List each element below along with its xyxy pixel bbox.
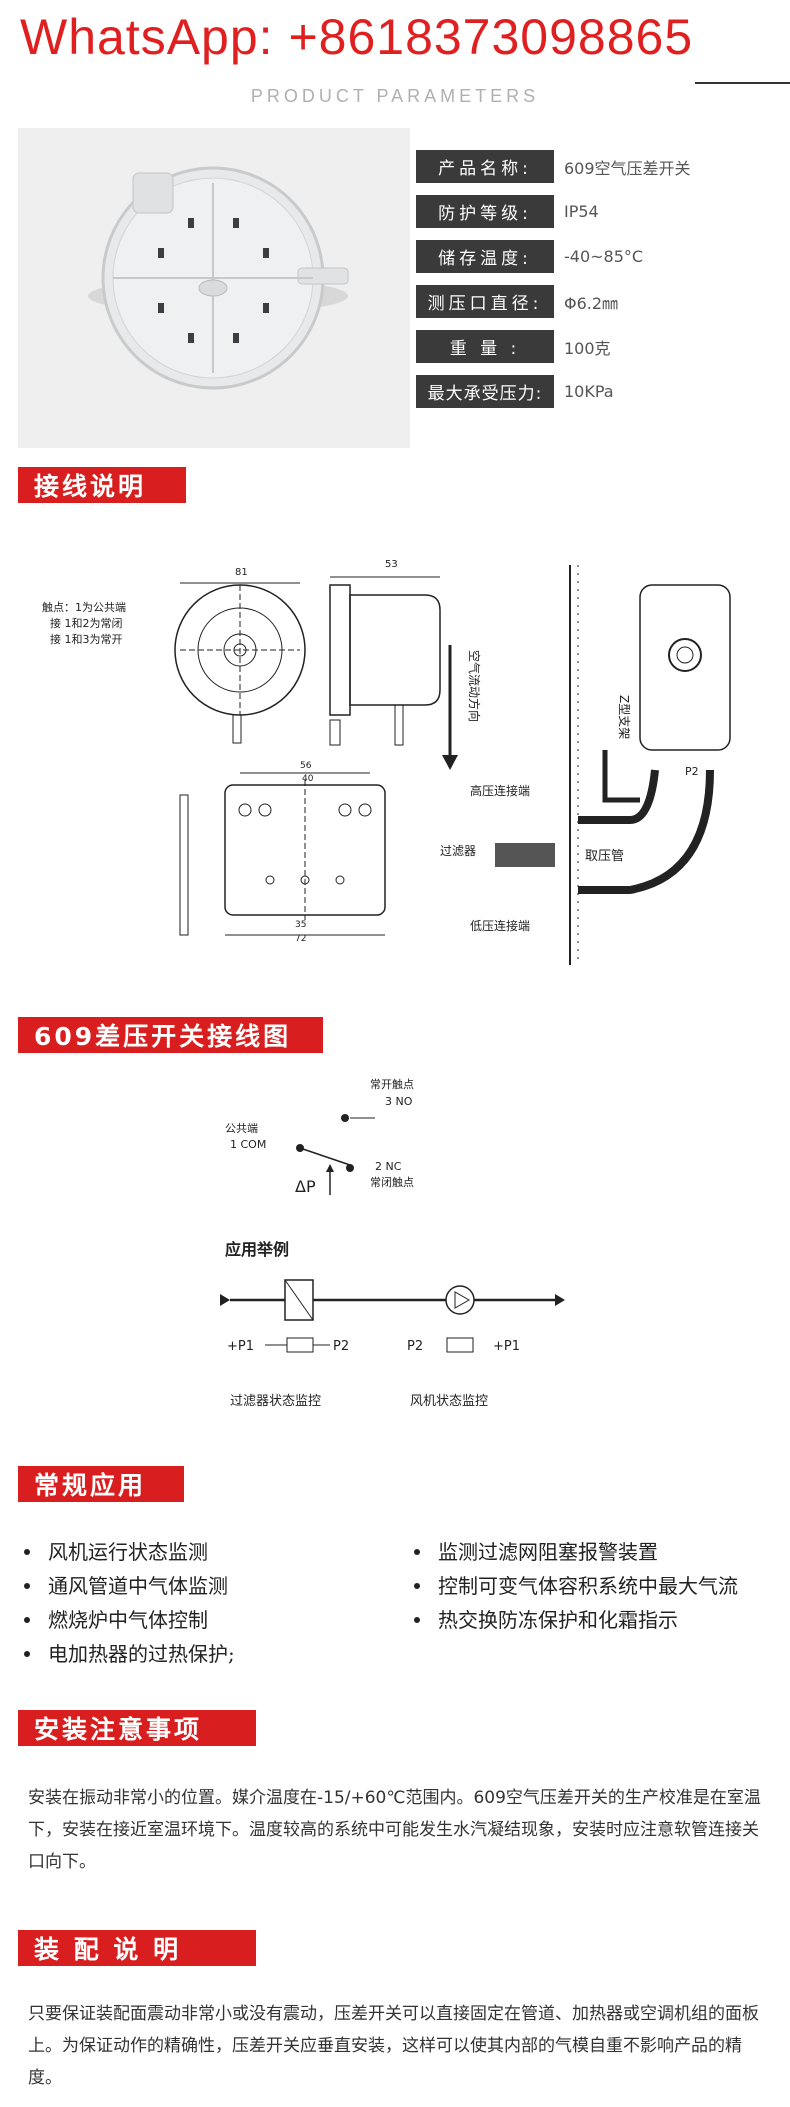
p1-right: +P1 <box>493 1339 520 1354</box>
airflow-label: 空气流动方向 <box>467 650 482 722</box>
filter-caption: 过滤器状态监控 <box>230 1394 321 1409</box>
bracket-label: Z型支架 <box>617 695 631 739</box>
param-label: 储存温度: <box>416 240 554 273</box>
param-value: Φ6.2㎜ <box>564 293 619 313</box>
param-row: 防护等级: IP54 <box>416 195 691 228</box>
dim-label: 40 <box>302 774 314 784</box>
param-value: 100克 <box>564 338 611 358</box>
section-title-wiring: 接线说明 <box>18 467 186 503</box>
p1-left: +P1 <box>227 1339 254 1354</box>
fan-caption: 风机状态监控 <box>410 1394 488 1409</box>
section-title-diagram: 609差压开关接线图 <box>18 1017 323 1053</box>
section-title-install: 安装注意事项 <box>18 1710 256 1746</box>
param-row: 储存温度: -40~85°C <box>416 240 691 273</box>
section-title-assembly: 装 配 说 明 <box>18 1930 256 1966</box>
wiring-drawing: 触点：1为公共端 接 1和2为常闭 接 1和3为常开 81 53 56 40 3… <box>30 555 765 970</box>
param-label: 测压口直径: <box>416 285 554 318</box>
switch-diagram: 常开触点 3 NO 公共端 1 COM 2 NC 常闭触点 ΔP 应用举例 +P… <box>215 1070 570 1440</box>
list-item: 通风管道中气体监测 <box>24 1569 235 1603</box>
high-pressure-label: 高压连接端 <box>470 783 530 798</box>
delta-p: ΔP <box>295 1177 316 1196</box>
product-photo <box>18 128 410 448</box>
list-item: 热交换防冻保护和化霜指示 <box>414 1603 738 1637</box>
p2-left: P2 <box>333 1339 349 1354</box>
param-row: 最大承受压力: 10KPa <box>416 375 691 408</box>
param-row: 测压口直径: Φ6.2㎜ <box>416 285 691 318</box>
tube-label: 取压管 <box>585 849 624 864</box>
app-column-right: 监测过滤网阻塞报警装置 控制可变气体容积系统中最大气流 热交换防冻保护和化霜指示 <box>414 1535 738 1637</box>
dim-label: 56 <box>300 761 312 771</box>
dim-label: 81 <box>235 567 248 578</box>
param-value: -40~85°C <box>564 247 644 266</box>
nc-contact-label: 常闭触点 <box>370 1175 414 1189</box>
parameter-table: 产品名称: 609空气压差开关 防护等级: IP54 储存温度: -40~85°… <box>416 150 691 420</box>
list-item: 燃烧炉中气体控制 <box>24 1603 235 1637</box>
list-item: 控制可变气体容积系统中最大气流 <box>414 1569 738 1603</box>
section-title-applications: 常规应用 <box>18 1466 184 1502</box>
contact-note: 接 1和3为常开 <box>50 633 123 646</box>
page-subtitle: PRODUCT PARAMETERS <box>250 86 540 106</box>
contact-note: 触点：1为公共端 <box>42 600 126 614</box>
no-terminal: 3 NO <box>385 1095 413 1108</box>
example-title: 应用举例 <box>225 1240 289 1259</box>
app-column-left: 风机运行状态监测 通风管道中气体监测 燃烧炉中气体控制 电加热器的过热保护; <box>24 1535 235 1671</box>
param-label: 最大承受压力: <box>416 375 554 408</box>
dim-label: 72 <box>295 934 306 944</box>
dim-label: 53 <box>385 559 398 570</box>
param-row: 产品名称: 609空气压差开关 <box>416 150 691 183</box>
param-label: 产品名称: <box>416 150 554 183</box>
param-label: 重 量 : <box>416 330 554 363</box>
param-label: 防护等级: <box>416 195 554 228</box>
param-value: 609空气压差开关 <box>564 158 691 178</box>
list-item: 风机运行状态监测 <box>24 1535 235 1569</box>
list-item: 监测过滤网阻塞报警装置 <box>414 1535 738 1569</box>
divider <box>695 82 790 84</box>
p2-right: P2 <box>407 1339 423 1354</box>
low-pressure-label: 低压连接端 <box>470 918 530 933</box>
assembly-text: 只要保证装配面震动非常小或没有震动，压差开关可以直接固定在管道、加热器或空调机组… <box>28 2004 759 2088</box>
param-value: 10KPa <box>564 382 614 401</box>
filter-label: 过滤器 <box>440 844 476 858</box>
nc-terminal: 2 NC <box>375 1160 402 1173</box>
com-terminal: 1 COM <box>230 1138 266 1151</box>
param-row: 重 量 : 100克 <box>416 330 691 363</box>
p2-label: P2 <box>685 765 699 778</box>
com-label: 公共端 <box>225 1122 258 1135</box>
contact-note: 接 1和2为常闭 <box>50 617 123 630</box>
whatsapp-contact: WhatsApp: +8618373098865 <box>20 9 694 65</box>
list-item: 电加热器的过热保护; <box>24 1637 235 1671</box>
install-text: 安装在振动非常小的位置。媒介温度在-15/+60℃范围内。609空气压差开关的生… <box>28 1788 761 1872</box>
no-contact-label: 常开触点 <box>370 1077 414 1091</box>
dim-label: 35 <box>295 920 306 930</box>
param-value: IP54 <box>564 202 599 221</box>
